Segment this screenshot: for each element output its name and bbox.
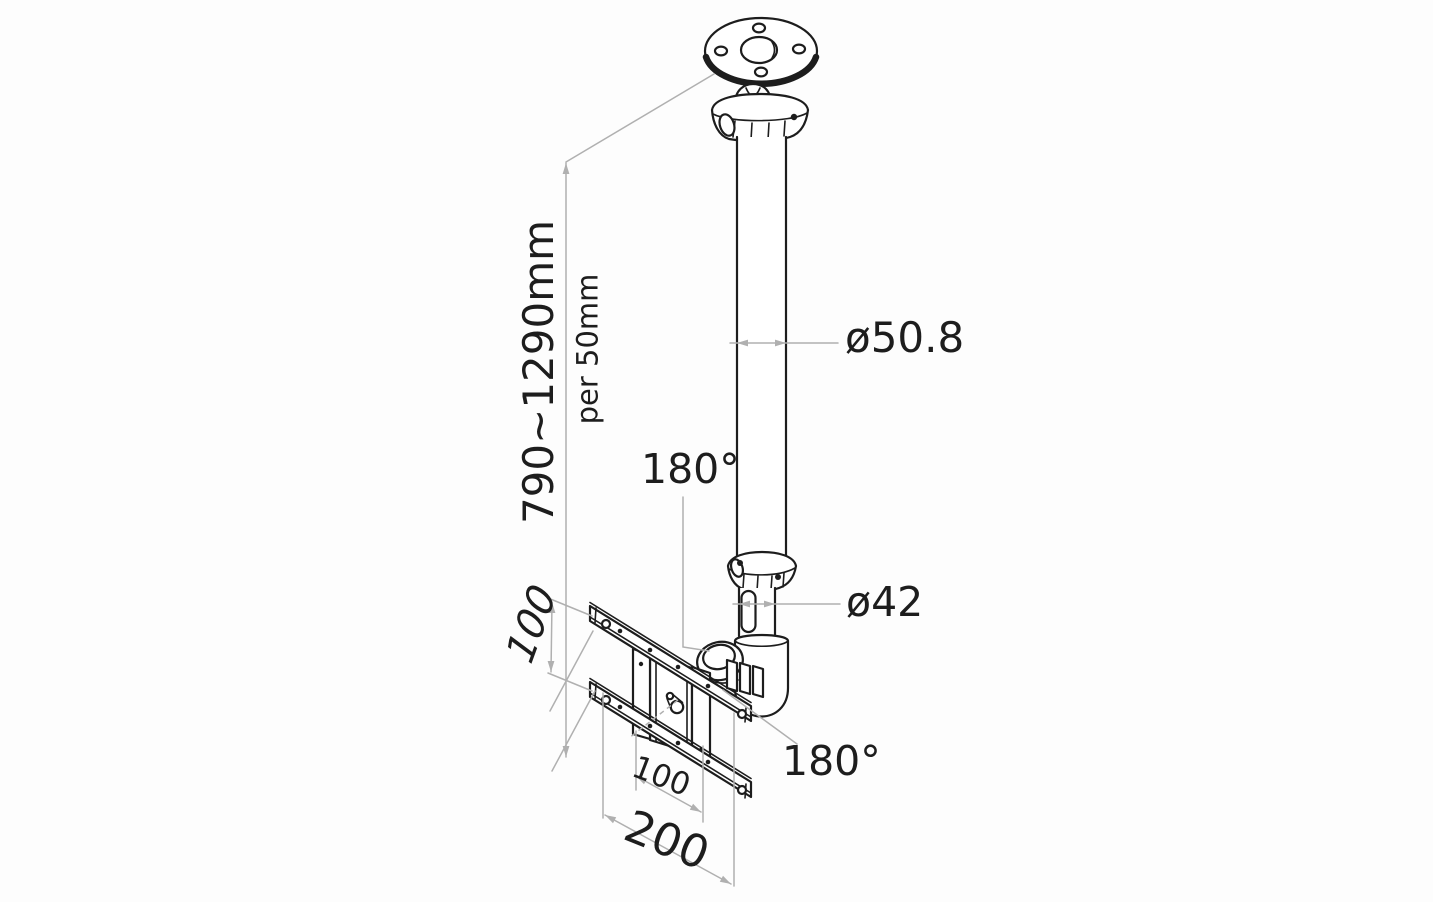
dimension-vesa-width xyxy=(635,775,702,813)
top-ball-joint xyxy=(710,82,810,143)
outer-pole-tube xyxy=(735,135,788,560)
keyhole-centerline xyxy=(628,699,679,739)
label-height-step: per 50mm xyxy=(570,273,605,425)
extension-lines-bottom xyxy=(602,692,735,887)
tv-rail-top xyxy=(588,601,753,723)
collar-knob xyxy=(718,113,736,137)
hinge-knuckle xyxy=(725,658,739,693)
hinge-knuckle xyxy=(751,664,765,699)
label-swivel-top-angle: 180° xyxy=(641,445,740,493)
leader-swivel-bottom xyxy=(722,689,798,745)
extension-line-plate xyxy=(565,73,715,163)
ceiling-plate-rim xyxy=(702,53,820,87)
leader-swivel-top xyxy=(682,496,710,652)
collar-pin xyxy=(737,560,743,566)
dimension-bracket-width xyxy=(604,814,732,885)
ceiling-plate xyxy=(702,16,820,87)
lower-locking-collar xyxy=(726,550,798,593)
collar-pin xyxy=(790,113,798,121)
ceiling-plate-center-hole xyxy=(739,35,779,65)
dimension-lines xyxy=(547,73,841,887)
label-pole-inner-diameter: ø42 xyxy=(846,578,924,626)
extension-line-rails-depth xyxy=(549,630,596,772)
label-pole-outer-diameter: ø50.8 xyxy=(845,313,965,362)
collar-pin xyxy=(775,574,781,580)
ceiling-plate-screw-hole xyxy=(713,45,729,57)
tv-rail-bottom xyxy=(588,677,753,799)
label-height-range: 790~1290mm xyxy=(514,219,563,525)
inner-pole-tube xyxy=(737,586,777,638)
hinge-knuckle xyxy=(738,661,752,696)
ceiling-plate-screw-hole xyxy=(751,22,767,34)
label-swivel-bottom-angle: 180° xyxy=(782,737,881,785)
pole-slot xyxy=(740,589,757,634)
ceiling-plate-screw-hole xyxy=(753,66,769,78)
vesa-adapter-plate xyxy=(631,647,712,760)
ceiling-plate-screw-hole xyxy=(791,43,807,55)
dimension-rail-spacing xyxy=(550,601,553,673)
extension-line-rails xyxy=(547,597,593,692)
